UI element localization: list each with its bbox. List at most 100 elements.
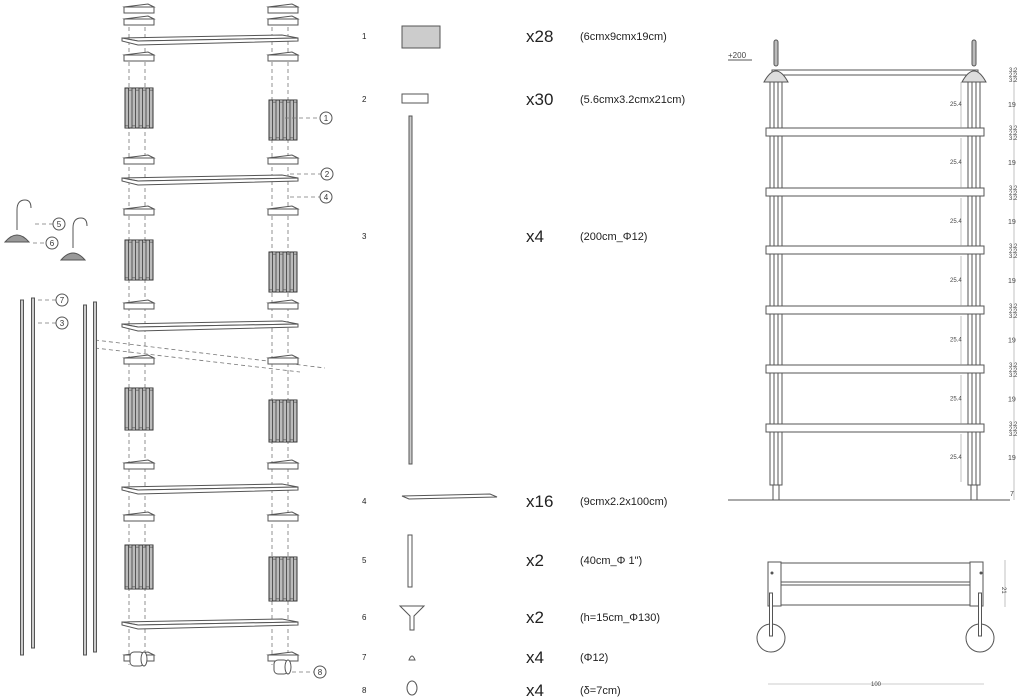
spacer-block — [267, 18, 299, 26]
shelf — [765, 127, 985, 137]
part-quantity: x30 — [526, 90, 553, 109]
lamp-shade-icon — [398, 605, 426, 631]
shelf-board — [121, 486, 299, 495]
joint-dim: 3.2 — [1009, 363, 1018, 369]
part-quantity: x16 — [526, 492, 553, 511]
brick-fin — [293, 558, 298, 602]
brick-fin — [293, 101, 298, 141]
brick-fin — [275, 556, 280, 600]
brick-fin — [131, 544, 136, 588]
joint-dim: 2.2 — [1009, 191, 1018, 197]
joint-dim: 3.2 — [1009, 304, 1018, 310]
callout-circle — [319, 111, 333, 125]
brick-fin — [135, 389, 140, 431]
brick-fin — [128, 89, 133, 129]
joint-dim: 3.2 — [1009, 136, 1018, 142]
joint-dim: 2.2 — [1009, 427, 1018, 433]
brick-stack — [124, 387, 154, 431]
joint-dim: 3.2 — [1009, 373, 1018, 379]
brick-fin — [124, 544, 129, 588]
callout-circle — [319, 190, 333, 204]
brick-fin — [135, 546, 140, 590]
lamp-shade — [3, 234, 31, 243]
spacer-block — [123, 54, 155, 62]
brick-fin — [128, 546, 133, 590]
brick-stack — [124, 87, 154, 129]
brick-fin — [289, 399, 294, 441]
brick-fin — [124, 387, 129, 429]
bolt — [979, 571, 983, 575]
brick-fin — [138, 239, 143, 279]
joint-dim: 2.2 — [1009, 131, 1018, 137]
brick-fin — [282, 399, 287, 441]
brick-fin — [286, 558, 291, 602]
part-quantity: x4 — [526, 648, 544, 667]
brick-fin — [282, 251, 287, 291]
callout-label: 2 — [325, 170, 330, 179]
part-number: 6 — [362, 613, 367, 622]
shelf — [765, 305, 985, 315]
brick-fin — [124, 87, 129, 127]
callout-label: 4 — [324, 193, 329, 202]
callout-6: 6 — [33, 236, 59, 250]
shelf — [765, 423, 985, 433]
joint-dim: 2.2 — [1009, 309, 1018, 315]
brick-fin — [124, 239, 129, 279]
callout-circle — [55, 316, 69, 330]
callout-5: 5 — [35, 217, 66, 231]
part-quantity: x28 — [526, 27, 553, 46]
lamp-post — [773, 39, 779, 67]
brick-fin — [279, 253, 284, 293]
brick-fin — [289, 99, 294, 139]
gap-dim: 19 — [1008, 160, 1016, 167]
inner-dim: 25.4 — [950, 278, 962, 284]
caster-wheel-side — [284, 659, 292, 675]
brick-fin — [272, 253, 277, 293]
brick-fin — [135, 241, 140, 281]
part-quantity: x2 — [526, 608, 544, 627]
brick-fin — [135, 89, 140, 129]
shelf-board-icon — [401, 493, 498, 500]
brick-fin — [286, 253, 291, 293]
shelf — [765, 245, 985, 255]
width-dim: 100 — [871, 682, 882, 688]
part-spec: (5.6cmx3.2cmx21cm) — [580, 94, 685, 106]
threaded-rod — [93, 301, 97, 653]
brick-fin — [282, 99, 287, 139]
spacer-block — [267, 462, 299, 470]
inner-dim: 25.4 — [950, 160, 962, 166]
wheel-stem — [978, 592, 982, 637]
spacer-block — [267, 54, 299, 62]
brick-stack — [268, 556, 298, 602]
callout-label: 3 — [60, 319, 65, 328]
callout-3: 3 — [38, 316, 69, 330]
brick-fin — [142, 389, 147, 431]
caster-leg — [772, 484, 780, 501]
brick-stack — [124, 544, 154, 590]
joint-dim: 3.2 — [1009, 126, 1018, 132]
brick-fin — [128, 241, 133, 281]
callout-7: 7 — [38, 293, 69, 307]
brick-fin — [275, 251, 280, 291]
brick-fin — [275, 399, 280, 441]
inner-dim: 25.4 — [950, 102, 962, 108]
brick-stack — [268, 399, 298, 443]
part-spec: (200cm_Φ12) — [580, 231, 647, 243]
brick-fin — [282, 556, 287, 600]
brick-fin — [142, 89, 147, 129]
inner-dim: 25.4 — [950, 397, 962, 403]
part-number: 5 — [362, 556, 367, 565]
brick-fin — [138, 387, 143, 429]
shelf-board — [121, 177, 299, 186]
brick-fin — [272, 101, 277, 141]
threaded-rod — [31, 297, 35, 649]
part-number: 3 — [362, 232, 367, 241]
callout-1: 1 — [285, 111, 333, 125]
